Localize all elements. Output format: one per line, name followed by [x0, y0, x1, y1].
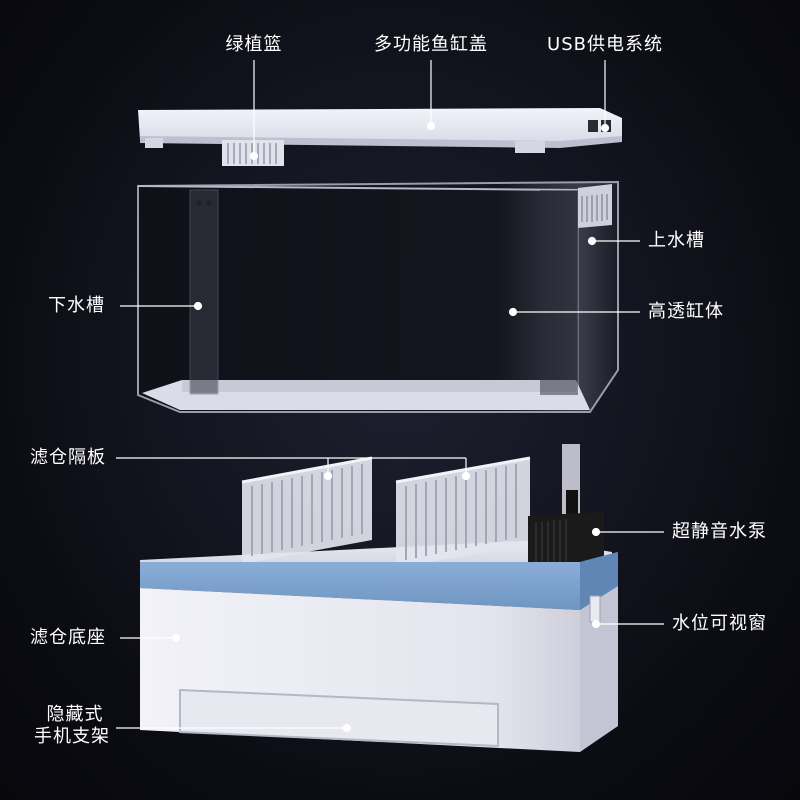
callout-lines	[116, 60, 664, 733]
label-upper-tank: 上水槽	[648, 230, 705, 251]
glass-tank	[137, 180, 619, 413]
label-clear-body: 高透缸体	[648, 301, 724, 322]
label-filter-partition: 滤仓隔板	[30, 447, 106, 468]
filter-partition-right	[395, 456, 531, 568]
label-phone-stand-line2: 手机支架	[34, 726, 110, 747]
label-plant-basket: 绿植篮	[225, 34, 283, 55]
label-quiet-pump: 超静音水泵	[672, 521, 767, 542]
filter-partition-left	[241, 456, 373, 564]
label-level-window: 水位可视窗	[672, 613, 767, 634]
label-filter-base: 滤仓底座	[30, 627, 106, 648]
label-multi-lid: 多功能鱼缸盖	[374, 34, 488, 55]
filter-base	[140, 444, 618, 752]
usb-port-icon	[588, 120, 598, 132]
phone-stand-drawer	[179, 688, 499, 748]
fish-tank-lid	[138, 108, 622, 166]
level-window-icon	[589, 595, 601, 623]
label-phone-stand-line1: 隐藏式	[46, 704, 104, 725]
label-lower-tank: 下水槽	[48, 295, 105, 316]
label-phone-stand: 隐藏式 手机支架	[34, 704, 114, 748]
label-usb-power: USB供电系统	[547, 34, 663, 55]
